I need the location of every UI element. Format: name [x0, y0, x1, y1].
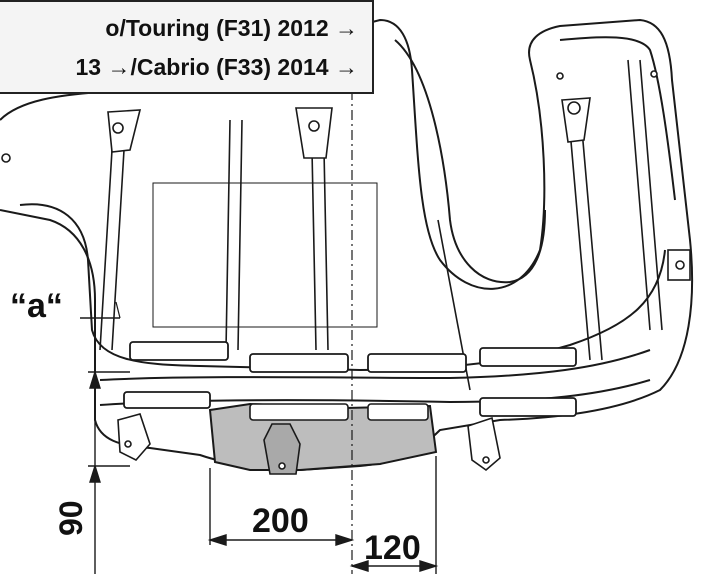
- model-caption-box: o/Touring (F31) 2012 → 13 →/Cabrio (F33)…: [0, 0, 374, 94]
- dimension-120: [349, 456, 439, 574]
- mount-bosses: [1, 70, 691, 281]
- dimension-200-label: 200: [252, 502, 309, 540]
- inner-rectangle: [152, 182, 378, 328]
- caption-line-2: 13 →/Cabrio (F33) 2014 →: [75, 54, 359, 80]
- shaded-area-details: [249, 403, 429, 475]
- label-a-leader-diag: [115, 301, 121, 319]
- vent-slots: [123, 341, 577, 417]
- lower-tabs: [117, 413, 501, 472]
- dimension-200: [207, 468, 355, 546]
- label-a: “a“: [10, 287, 63, 325]
- caption-line-1: o/Touring (F31) 2012 →: [105, 15, 358, 41]
- dimension-90-label: 90: [53, 500, 89, 536]
- dimension-90: [88, 369, 130, 574]
- dimension-120-label: 120: [364, 529, 421, 567]
